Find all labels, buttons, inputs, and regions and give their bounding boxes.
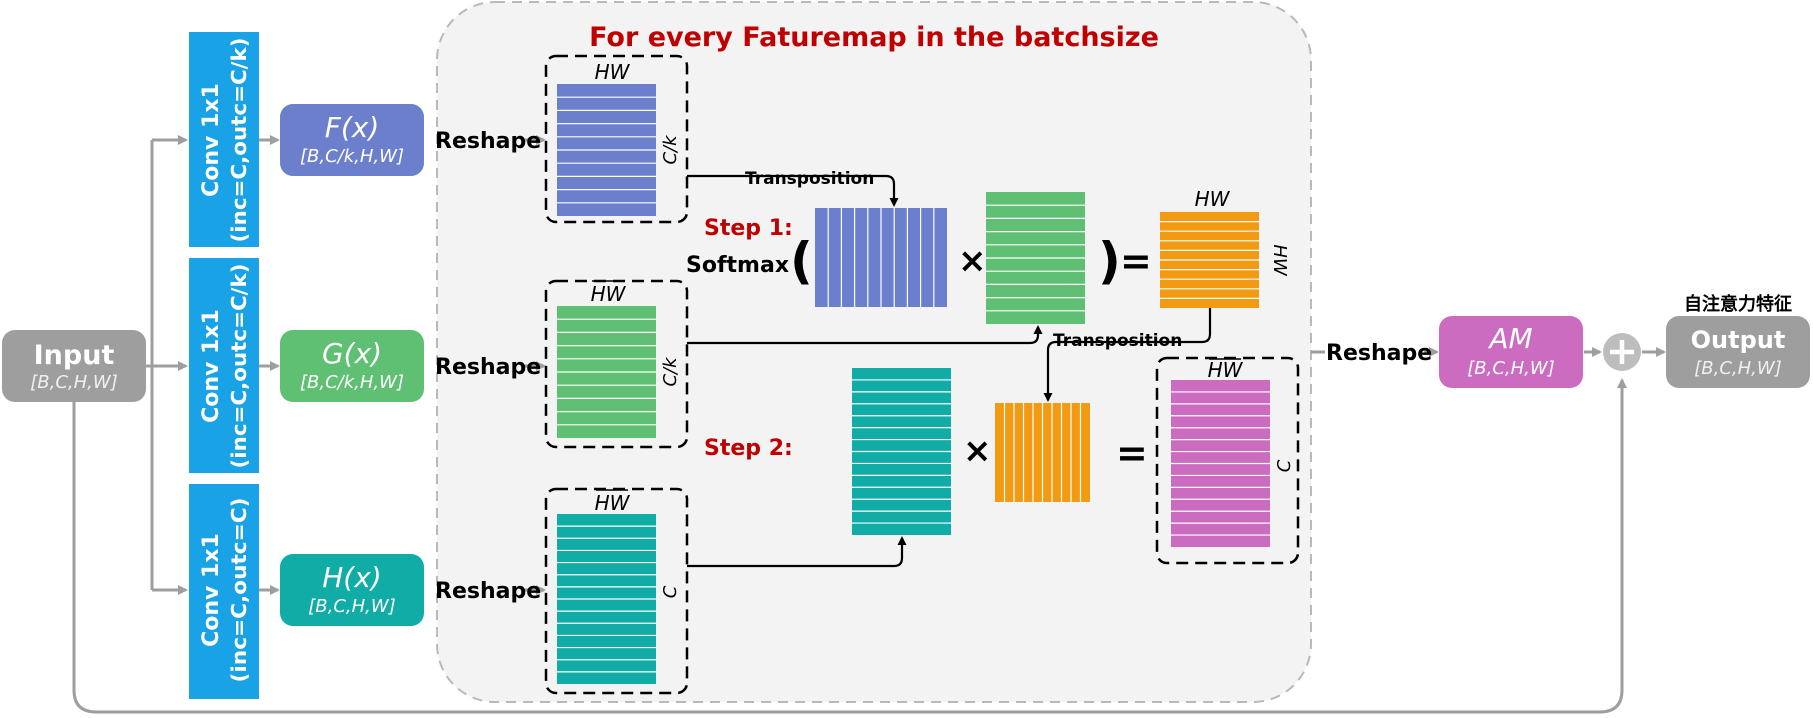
close-paren: ) bbox=[1098, 232, 1121, 290]
g-side-label: C/k bbox=[660, 356, 681, 387]
input-label: Input bbox=[34, 340, 115, 371]
reshape-label-f: Reshape bbox=[435, 129, 541, 154]
times-op-2: × bbox=[963, 431, 992, 471]
matrix-h-step2 bbox=[852, 368, 951, 535]
black-arrows bbox=[687, 174, 1212, 568]
conv-h-label: Conv 1x1 bbox=[199, 533, 224, 647]
conv-f-label: Conv 1x1 bbox=[199, 83, 224, 197]
conv-g-node: Conv 1x1 (inc=C,outc=C/k) bbox=[189, 258, 259, 473]
am-label: AM bbox=[1487, 322, 1532, 355]
input-shape: [B,C,H,W] bbox=[30, 372, 117, 393]
matrix-f bbox=[557, 84, 656, 216]
self-attention-feature-label: 自注意力特征 bbox=[1684, 293, 1792, 315]
output-label: Output bbox=[1691, 326, 1786, 354]
input-node: Input [B,C,H,W] bbox=[2, 330, 146, 402]
h-top-label: HW bbox=[595, 491, 631, 515]
diagram-title: For every Faturemap in the batchsize bbox=[589, 22, 1159, 53]
softmax-label: Softmax bbox=[686, 253, 789, 278]
f-shape: [B,C/k,H,W] bbox=[300, 146, 404, 167]
f-side-label: C/k bbox=[660, 134, 681, 165]
am-node: AM [B,C,H,W] bbox=[1439, 316, 1583, 388]
h-side-label: C bbox=[660, 585, 681, 598]
result-top-label: HW bbox=[1208, 358, 1244, 382]
h-node: H(x) [B,C,H,W] bbox=[280, 554, 424, 626]
h-matrix-container bbox=[544, 487, 689, 695]
f-top-label: HW bbox=[595, 60, 631, 84]
add-icon bbox=[1603, 333, 1641, 371]
matrix-result bbox=[1171, 380, 1270, 547]
g-label: G(x) bbox=[322, 337, 382, 370]
matrix-g bbox=[557, 306, 656, 438]
output-shape: [B,C,H,W] bbox=[1694, 358, 1781, 379]
f-label: F(x) bbox=[325, 111, 380, 144]
f-matrix-container bbox=[544, 54, 689, 224]
gray-connectors bbox=[72, 135, 1666, 714]
transpose-arrow-2 bbox=[1043, 308, 1212, 402]
conv-f-node: Conv 1x1 (inc=C,outc=C/k) bbox=[189, 32, 259, 247]
reshape-label-g: Reshape bbox=[435, 355, 541, 380]
g-node: G(x) [B,C/k,H,W] bbox=[280, 330, 424, 402]
matrix-attention bbox=[1160, 212, 1259, 308]
attn-top-label: HW bbox=[1195, 187, 1231, 211]
step1-label: Step 1: bbox=[704, 216, 793, 241]
conv-g-params: (inc=C,outc=C/k) bbox=[227, 264, 251, 469]
equals-op-2: = bbox=[1116, 431, 1148, 475]
transpose-arrow-1 bbox=[687, 174, 899, 207]
overlines bbox=[592, 280, 1241, 491]
g-shape: [B,C/k,H,W] bbox=[300, 372, 404, 393]
matrix-h bbox=[557, 514, 656, 684]
result-matrix-container bbox=[1155, 356, 1300, 565]
reshape-label-am: Reshape bbox=[1326, 341, 1432, 366]
matrix-attention-transposed bbox=[995, 403, 1090, 502]
g-to-step1-arrow bbox=[687, 325, 1043, 345]
conv-f-params: (inc=C,outc=C/k) bbox=[227, 38, 251, 243]
f-node: F(x) [B,C/k,H,W] bbox=[280, 104, 424, 176]
equals-op-1: = bbox=[1120, 239, 1152, 283]
open-paren: ( bbox=[790, 232, 813, 290]
h-shape: [B,C,H,W] bbox=[308, 596, 395, 617]
attn-side-label: HW bbox=[1269, 244, 1290, 277]
output-node: Output [B,C,H,W] bbox=[1666, 316, 1810, 388]
g-top-label: HW bbox=[591, 282, 627, 306]
h-to-step2-arrow bbox=[687, 536, 907, 568]
result-side-label: C bbox=[1274, 459, 1295, 472]
am-shape: [B,C,H,W] bbox=[1467, 358, 1554, 379]
conv-h-params: (inc=C,outc=C) bbox=[227, 498, 251, 683]
step2-label: Step 2: bbox=[704, 436, 793, 461]
conv-h-node: Conv 1x1 (inc=C,outc=C) bbox=[189, 484, 259, 699]
conv-g-label: Conv 1x1 bbox=[199, 309, 224, 423]
transposition-label-2: Transposition bbox=[1053, 331, 1182, 351]
h-label: H(x) bbox=[322, 561, 381, 594]
matrix-f-transposed bbox=[815, 208, 947, 307]
times-op-1: × bbox=[958, 241, 987, 281]
reshape-label-h: Reshape bbox=[435, 579, 541, 604]
matrix-g-step1 bbox=[986, 192, 1085, 324]
transposition-label-1: Transposition bbox=[745, 169, 874, 189]
